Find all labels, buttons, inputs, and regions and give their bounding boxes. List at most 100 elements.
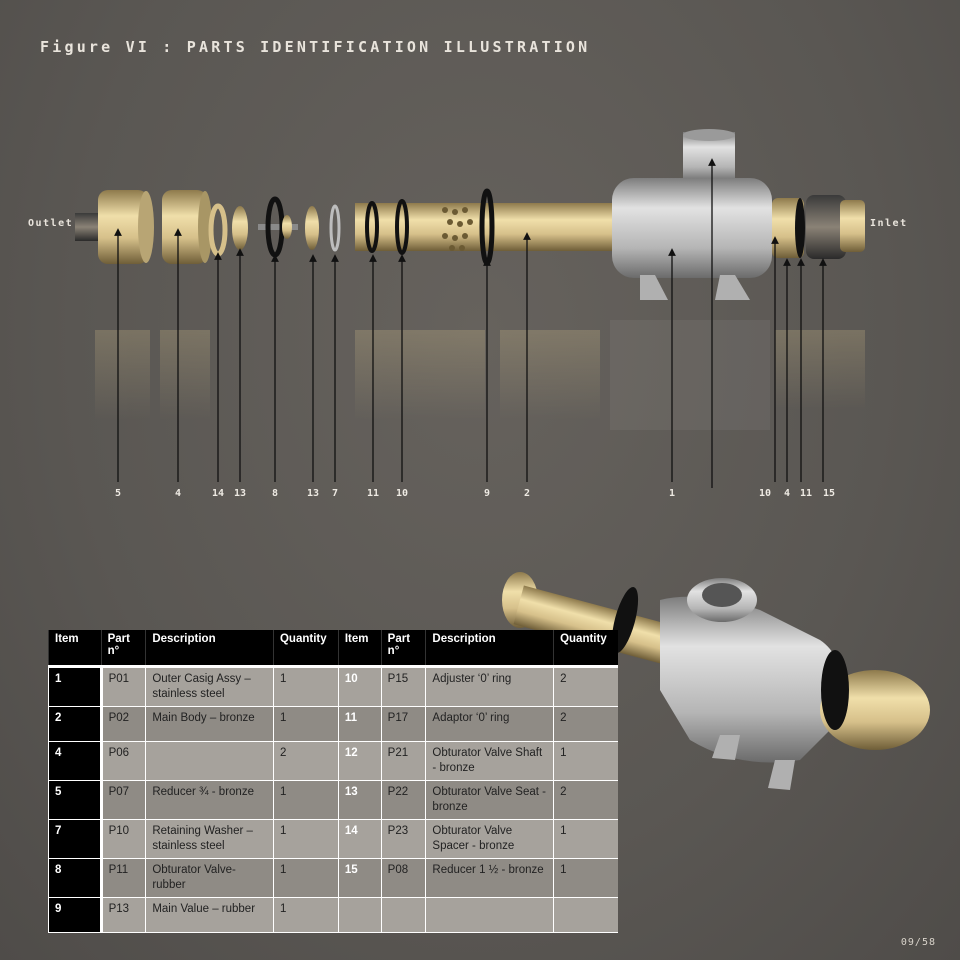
table-cell: 1 bbox=[272, 666, 339, 707]
part-1-outer-casing bbox=[612, 129, 772, 300]
table-cell bbox=[553, 897, 618, 933]
table-cell: 1 bbox=[272, 897, 339, 933]
part-5-reducer bbox=[75, 190, 154, 264]
table-cell: P08 bbox=[380, 858, 426, 898]
table-cell: P06 bbox=[100, 741, 146, 781]
table-cell: 4 bbox=[48, 741, 103, 781]
table-cell: P21 bbox=[380, 741, 426, 781]
inlet-parts bbox=[772, 195, 865, 259]
callout-number: 4 bbox=[783, 488, 791, 499]
floor-reflection bbox=[95, 320, 865, 430]
callout-leaders bbox=[114, 158, 827, 488]
col-quantity-2: Quantity bbox=[553, 630, 618, 668]
table-cell: 1 bbox=[553, 858, 618, 898]
table-cell: Adaptor ‘0’ ring bbox=[425, 706, 554, 742]
table-cell: Obturator Valve Spacer - bronze bbox=[425, 819, 554, 859]
callout-number: 15 bbox=[822, 488, 836, 499]
table-cell: 8 bbox=[48, 858, 103, 898]
table-cell: 2 bbox=[553, 780, 618, 820]
callout-number: 8 bbox=[271, 488, 279, 499]
part-13-seat bbox=[232, 206, 248, 250]
col-part: Part n° bbox=[100, 630, 146, 668]
col-item: Item bbox=[48, 630, 102, 668]
table-cell: Main Value – rubber bbox=[145, 897, 274, 933]
table-cell: Obturator Valve Seat - bronze bbox=[425, 780, 554, 820]
table-cell bbox=[425, 897, 554, 933]
table-cell: 13 bbox=[337, 780, 382, 820]
table-cell bbox=[380, 897, 426, 933]
table-cell: Adjuster ‘0’ ring bbox=[425, 666, 554, 707]
table-cell: 1 bbox=[272, 780, 339, 820]
table-cell: 1 bbox=[272, 819, 339, 859]
table-cell: Retaining Washer – stainless steel bbox=[145, 819, 274, 859]
table-cell: 1 bbox=[48, 666, 103, 707]
callout-number: 10 bbox=[758, 488, 772, 499]
page-number: 09/58 bbox=[900, 937, 936, 948]
col-part-2: Part n° bbox=[380, 630, 426, 668]
table-cell: 11 bbox=[337, 706, 382, 742]
table-cell: 14 bbox=[337, 819, 382, 859]
table-cell: P17 bbox=[380, 706, 426, 742]
parts-table: Item Part n° Description Quantity Item P… bbox=[48, 630, 618, 933]
table-cell: 2 bbox=[48, 706, 103, 742]
table-cell: 12 bbox=[337, 741, 382, 781]
callout-number: 2 bbox=[523, 488, 531, 499]
part-4-cap bbox=[162, 190, 212, 264]
table-cell: P07 bbox=[100, 780, 146, 820]
table-cell: 2 bbox=[553, 666, 618, 707]
table-cell: P13 bbox=[100, 897, 146, 933]
part-13-seat-b bbox=[305, 206, 319, 250]
table-header-row: Item Part n° Description Quantity Item P… bbox=[48, 630, 618, 668]
col-item-2: Item bbox=[337, 630, 382, 668]
table-cell: 5 bbox=[48, 780, 103, 820]
col-description-2: Description bbox=[425, 630, 554, 668]
part-8-valve bbox=[258, 196, 298, 258]
table-cell: 9 bbox=[48, 897, 103, 933]
col-quantity: Quantity bbox=[272, 630, 339, 668]
callout-number: 7 bbox=[331, 488, 339, 499]
table-cell: Obturator Valve- rubber bbox=[145, 858, 274, 898]
table-cell: 1 bbox=[553, 819, 618, 859]
callout-number: 14 bbox=[211, 488, 225, 499]
callout-number: 4 bbox=[174, 488, 182, 499]
table-cell: P10 bbox=[100, 819, 146, 859]
callout-number: 1 bbox=[668, 488, 676, 499]
table-cell: P23 bbox=[380, 819, 426, 859]
callout-number: 13 bbox=[306, 488, 320, 499]
table-cell: P15 bbox=[380, 666, 426, 707]
table-cell: P02 bbox=[100, 706, 146, 742]
callout-number: 9 bbox=[483, 488, 491, 499]
table-cell: P22 bbox=[380, 780, 426, 820]
callout-number: 13 bbox=[233, 488, 247, 499]
table-cell: P11 bbox=[100, 858, 146, 898]
callout-number: 11 bbox=[799, 488, 813, 499]
part-7-washer bbox=[329, 204, 341, 252]
outlet-label: Outlet bbox=[28, 218, 74, 229]
page-title: Figure VI : PARTS IDENTIFICATION ILLUSTR… bbox=[40, 38, 591, 56]
table-cell bbox=[337, 897, 382, 933]
callout-number: 11 bbox=[366, 488, 380, 499]
table-cell bbox=[145, 741, 274, 781]
table-cell: Reducer 1 ½ - bronze bbox=[425, 858, 554, 898]
part-14-spacer bbox=[208, 203, 228, 257]
assembled-view bbox=[502, 572, 930, 790]
table-cell: 2 bbox=[272, 741, 339, 781]
table-cell: Reducer ¾ - bronze bbox=[145, 780, 274, 820]
table-cell: 7 bbox=[48, 819, 103, 859]
callout-number: 10 bbox=[395, 488, 409, 499]
table-cell: Obturator Valve Shaft - bronze bbox=[425, 741, 554, 781]
table-cell: Outer Casig Assy – stainless steel bbox=[145, 666, 274, 707]
table-cell: 1 bbox=[272, 858, 339, 898]
table-cell: 1 bbox=[553, 741, 618, 781]
inlet-label: Inlet bbox=[870, 218, 908, 229]
table-cell: 2 bbox=[553, 706, 618, 742]
table-cell: 1 bbox=[272, 706, 339, 742]
